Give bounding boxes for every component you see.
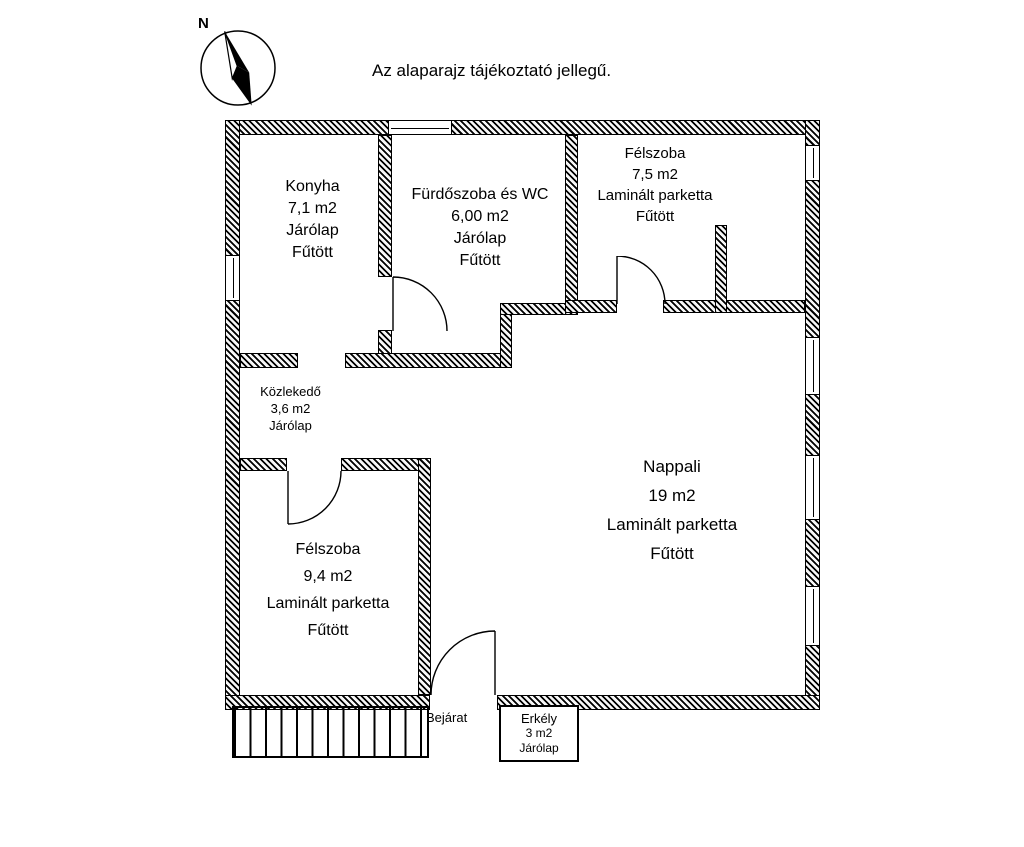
- wall-below-felszoba-right: [663, 300, 805, 313]
- room-area: 6,00 m2: [451, 208, 509, 225]
- room-area: 3 m2: [525, 726, 553, 740]
- wall-nappali-notch-v: [500, 303, 512, 368]
- room-floor: Járólap: [519, 741, 559, 755]
- room-label-kozlekedo: Közlekedő 3,6 m2 Járólap: [238, 383, 343, 434]
- room-floor: Járólap: [269, 418, 312, 433]
- room-heating: Fűtött: [307, 622, 349, 639]
- room-label-furdoszoba: Fürdőszoba és WC 6,00 m2 Járólap Fűtött: [390, 184, 570, 272]
- room-name: Félszoba: [295, 541, 361, 558]
- window-symbol: [225, 255, 240, 301]
- entrance-label: Bejárat: [426, 710, 468, 725]
- window-symbol: [388, 120, 452, 135]
- room-name: Fürdőszoba és WC: [411, 186, 549, 203]
- wall-below-felszoba-left: [565, 300, 617, 313]
- wall-furdo-felszoba: [565, 135, 578, 315]
- door-swing-icon: [430, 630, 496, 696]
- room-area: 3,6 m2: [270, 401, 311, 416]
- room-name: Nappali: [643, 457, 701, 476]
- window-symbol: [805, 586, 820, 646]
- room-area: 7,1 m2: [288, 200, 337, 217]
- wall-top: [225, 120, 820, 135]
- wall-konyha-furdo-upper: [378, 135, 392, 277]
- room-heating: Fűtött: [292, 244, 333, 261]
- room-floor: Járólap: [453, 230, 507, 247]
- room-label-felszoba-also: Félszoba 9,4 m2 Laminált parketta Fűtött: [233, 536, 423, 644]
- room-floor: Járólap: [286, 222, 339, 239]
- wall-nappali-notch-h: [500, 303, 578, 315]
- wall-below-furdo: [345, 353, 512, 368]
- room-area: 9,4 m2: [303, 568, 353, 585]
- wall-right: [805, 120, 820, 710]
- room-name: Konyha: [285, 178, 340, 195]
- window-symbol: [805, 337, 820, 395]
- wall-felszoba-stub: [715, 225, 727, 313]
- room-label-nappali: Nappali 19 m2 Laminált parketta Fűtött: [552, 452, 792, 568]
- compass-north-label: N: [198, 15, 209, 32]
- compass-icon: N: [198, 15, 276, 106]
- disclaimer-text: Az alaparajz tájékoztató jellegű.: [372, 61, 612, 80]
- room-heating: Fűtött: [459, 252, 501, 269]
- room-label-konyha: Konyha 7,1 m2 Járólap Fűtött: [240, 176, 385, 264]
- room-label-felszoba-felso: Félszoba 7,5 m2 Laminált parketta Fűtött: [570, 143, 740, 227]
- wall-kozlekedo-right: [341, 458, 431, 471]
- window-symbol: [805, 145, 820, 181]
- room-name: Erkély: [520, 711, 558, 726]
- wall-kozlekedo-left: [240, 458, 287, 471]
- room-area: 7,5 m2: [632, 166, 678, 183]
- room-floor: Laminált parketta: [606, 515, 738, 534]
- room-heating: Fűtött: [650, 544, 694, 563]
- door-swing-icon: [392, 276, 448, 332]
- room-name: Félszoba: [624, 145, 686, 162]
- door-swing-icon: [616, 256, 666, 305]
- room-floor: Laminált parketta: [266, 595, 390, 612]
- room-floor: Laminált parketta: [597, 187, 713, 204]
- door-swing-icon: [287, 470, 342, 525]
- room-area: 19 m2: [648, 486, 696, 505]
- stairs: [232, 706, 429, 758]
- room-heating: Fűtött: [635, 208, 675, 225]
- wall-below-konyha: [240, 353, 298, 368]
- window-symbol: [805, 455, 820, 520]
- wall-felszoba-also-right: [418, 458, 431, 695]
- room-label-erkely: Erkély 3 m2 Járólap: [499, 705, 579, 762]
- room-name: Közlekedő: [260, 384, 321, 399]
